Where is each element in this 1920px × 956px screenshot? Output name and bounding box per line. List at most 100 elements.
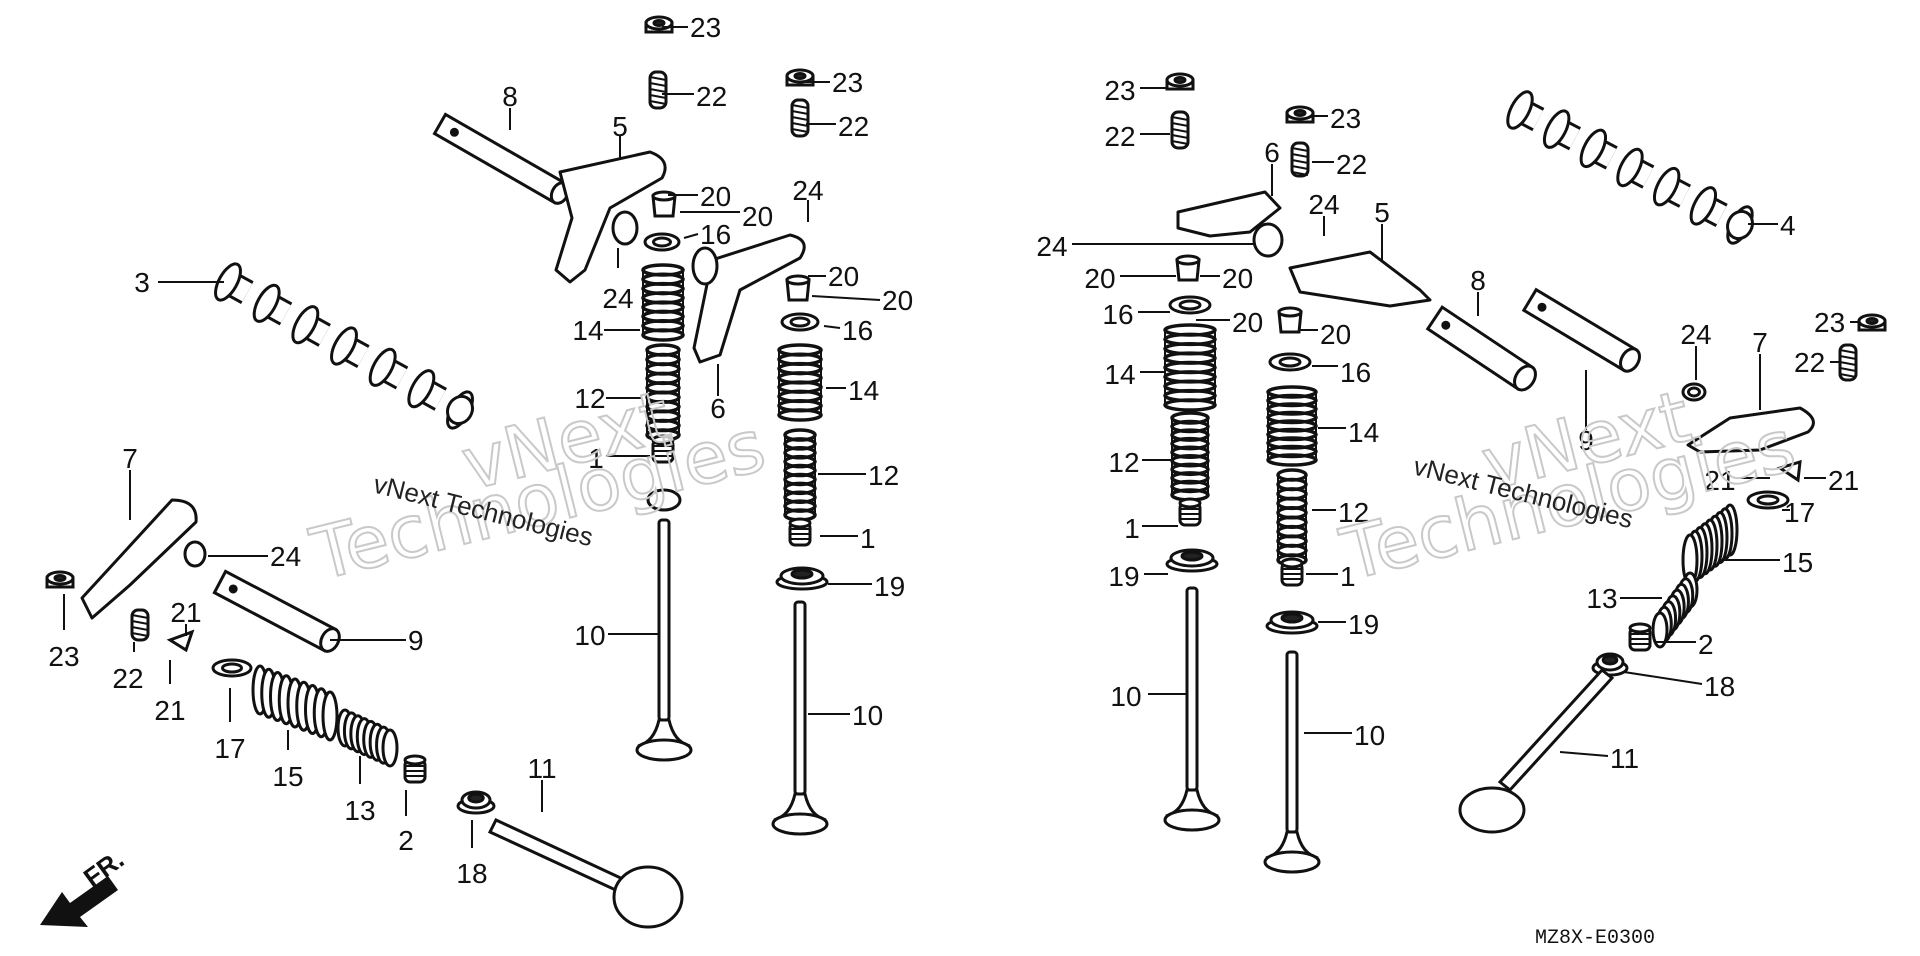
callout-label: 23 [690, 12, 721, 43]
lock-nut [1857, 313, 1887, 332]
lock-nut [1165, 72, 1195, 91]
valve-11 [487, 818, 684, 929]
callout-label: 15 [272, 761, 303, 792]
rocker-shaft-8 [432, 112, 571, 205]
drawing-code: MZ8X-E0300 [1535, 927, 1655, 950]
callout-label: 22 [696, 81, 727, 112]
front-direction-marker: FR. [40, 844, 129, 927]
spring-seat-16 [1268, 352, 1312, 372]
callout-label: 11 [1610, 743, 1639, 774]
callout-label: 22 [1104, 121, 1135, 152]
callout-label: 21 [1828, 465, 1859, 496]
rocker-slipper [651, 190, 677, 218]
leader-line [823, 325, 841, 329]
callout-label: 2 [398, 825, 414, 856]
callout-label: 16 [700, 219, 731, 250]
callout-label: 20 [700, 181, 731, 212]
callout-label: 10 [1110, 681, 1141, 712]
callout-label: 24 [602, 283, 633, 314]
callout-label: 20 [1222, 263, 1253, 294]
callout-label: 1 [1124, 513, 1140, 544]
callout-label: 22 [112, 663, 143, 694]
callout-label: 20 [828, 261, 859, 292]
callout-label: 14 [848, 375, 879, 406]
callout-label: 12 [1108, 447, 1139, 478]
callout-label: 20 [1232, 307, 1263, 338]
rocker-shaft-9 [1521, 287, 1641, 373]
rocker-shaft-8 [1425, 305, 1537, 392]
callout-label: 18 [456, 858, 487, 889]
stem-seal-1 [1280, 557, 1304, 587]
callout-label: 8 [1470, 265, 1486, 296]
outer-spring-14 [1163, 323, 1217, 412]
callout-label: 13 [344, 795, 375, 826]
outer-spring-15 [1681, 503, 1739, 587]
spring-retainer-19 [1165, 548, 1219, 573]
rocker-arm-7 [1686, 406, 1815, 454]
leader-lines [63, 26, 1860, 848]
callout-label: 24 [1036, 231, 1067, 262]
part-drawings [45, 15, 1887, 929]
callout-label: 24 [792, 175, 823, 206]
stem-seal-1 [1178, 497, 1202, 527]
stem-seal-1 [788, 517, 812, 547]
callout-label: 22 [838, 111, 869, 142]
callout-label: 24 [1308, 189, 1339, 220]
rocker-slipper [785, 274, 811, 302]
callout-label: 14 [572, 315, 603, 346]
callout-label: 22 [1794, 347, 1825, 378]
watermark-left: vNext Technologies vNext Technologies [302, 373, 774, 598]
callout-label: 6 [1264, 137, 1280, 168]
valve-10 [1263, 650, 1321, 874]
rocker-arm-5 [1288, 250, 1432, 308]
camshaft-4 [1506, 90, 1754, 245]
leader-line [1559, 751, 1609, 757]
callout-label: 17 [1784, 497, 1815, 528]
spring-seat-16 [1168, 295, 1212, 315]
callout-label: 21 [170, 597, 201, 628]
callout-label: 12 [574, 383, 605, 414]
callout-label: 22 [1336, 149, 1367, 180]
lock-nut [45, 570, 75, 589]
callout-label: 14 [1348, 417, 1379, 448]
front-arrow-icon [40, 876, 118, 927]
spring-retainer-18 [1591, 652, 1629, 677]
callout-label: 14 [1104, 359, 1135, 390]
callout-label: 15 [1782, 547, 1813, 578]
callout-label: 23 [832, 67, 863, 98]
callout-label: 1 [588, 443, 604, 474]
valve-11 [1458, 667, 1615, 834]
adjusting-screw [790, 98, 810, 138]
inner-spring-12 [783, 428, 817, 522]
stem-seal-2 [403, 754, 427, 784]
spring-retainer-18 [456, 790, 496, 815]
callout-label: 23 [48, 641, 79, 672]
rocker-slipper [1277, 306, 1303, 334]
callout-label: 9 [408, 625, 424, 656]
stem-seal-1 [651, 434, 675, 464]
leader-line [1623, 671, 1703, 685]
callout-label: 23 [1330, 103, 1361, 134]
inner-spring-13 [1651, 571, 1699, 649]
washer-24 [1681, 382, 1707, 402]
callout-label: 3 [134, 267, 150, 298]
callout-label: 20 [882, 285, 913, 316]
callout-label: 18 [1704, 671, 1735, 702]
callout-label: 7 [1752, 327, 1768, 358]
spring-retainer-19 [775, 566, 829, 591]
lock-nut [1285, 105, 1315, 124]
callout-label: 21 [1704, 465, 1735, 496]
rocker-slipper [1175, 254, 1201, 282]
callout-label: 19 [874, 571, 905, 602]
spring-seat-16 [643, 232, 681, 252]
callout-label: 6 [710, 393, 726, 424]
callout-label: 9 [1578, 425, 1594, 456]
valve-10 [635, 518, 693, 762]
rocker-arm-5 [554, 150, 667, 284]
adjusting-screw [1170, 110, 1190, 150]
adjusting-screw [648, 70, 668, 110]
callout-label: 4 [1780, 210, 1796, 241]
outer-spring-15 [251, 664, 339, 742]
